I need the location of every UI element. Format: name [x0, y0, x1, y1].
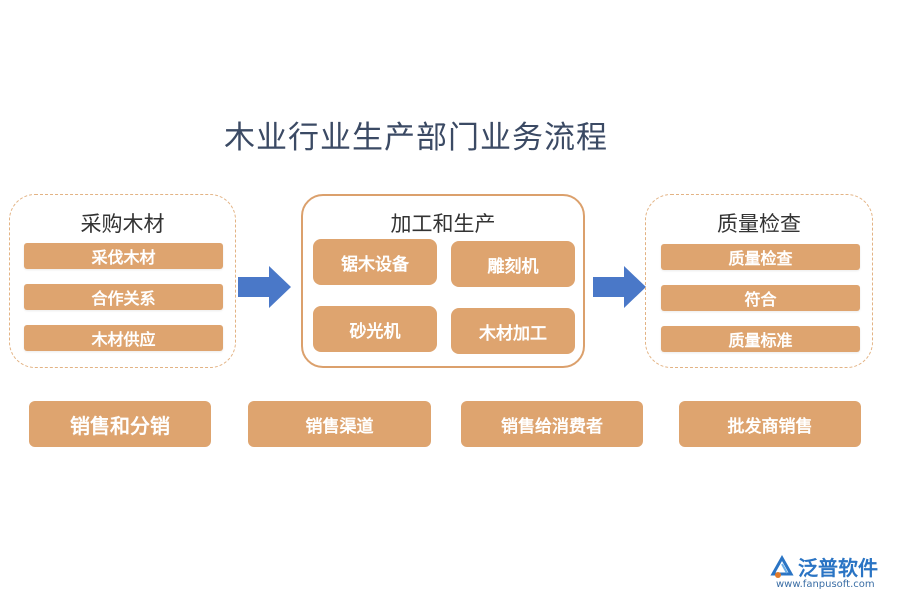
- right-arrow-icon: [593, 266, 646, 308]
- processing-item: 木材加工: [451, 308, 575, 354]
- logo-mark-icon: [770, 554, 794, 578]
- sales-box: 批发商销售: [679, 401, 861, 447]
- sales-box: 销售和分销: [29, 401, 211, 447]
- processing-item: 砂光机: [313, 306, 437, 352]
- group-quality-title: 质量检查: [717, 212, 801, 236]
- right-arrow-icon: [238, 266, 291, 308]
- group-processing: 加工和生产: [301, 194, 585, 368]
- sales-box: 销售渠道: [248, 401, 431, 447]
- processing-item: 锯木设备: [313, 239, 437, 285]
- logo-url: www.fanpusoft.com: [776, 579, 875, 590]
- purchase-item: 合作关系: [24, 284, 223, 310]
- sales-box: 销售给消费者: [461, 401, 643, 447]
- group-purchase-title: 采购木材: [80, 212, 165, 236]
- logo-name: 泛普软件: [798, 556, 878, 580]
- quality-item: 质量标准: [661, 326, 860, 352]
- brand-logo: 泛普软件 www.fanpusoft.com: [770, 552, 895, 594]
- processing-item: 雕刻机: [451, 241, 575, 287]
- group-processing-title: 加工和生产: [390, 212, 496, 236]
- purchase-item: 采伐木材: [24, 243, 223, 269]
- quality-item: 符合: [661, 285, 860, 311]
- group-purchase: 采购木材: [9, 194, 236, 368]
- purchase-item: 木材供应: [24, 325, 223, 351]
- page-title: 木业行业生产部门业务流程: [224, 120, 608, 156]
- quality-item: 质量检查: [661, 244, 860, 270]
- group-quality: 质量检查: [645, 194, 873, 368]
